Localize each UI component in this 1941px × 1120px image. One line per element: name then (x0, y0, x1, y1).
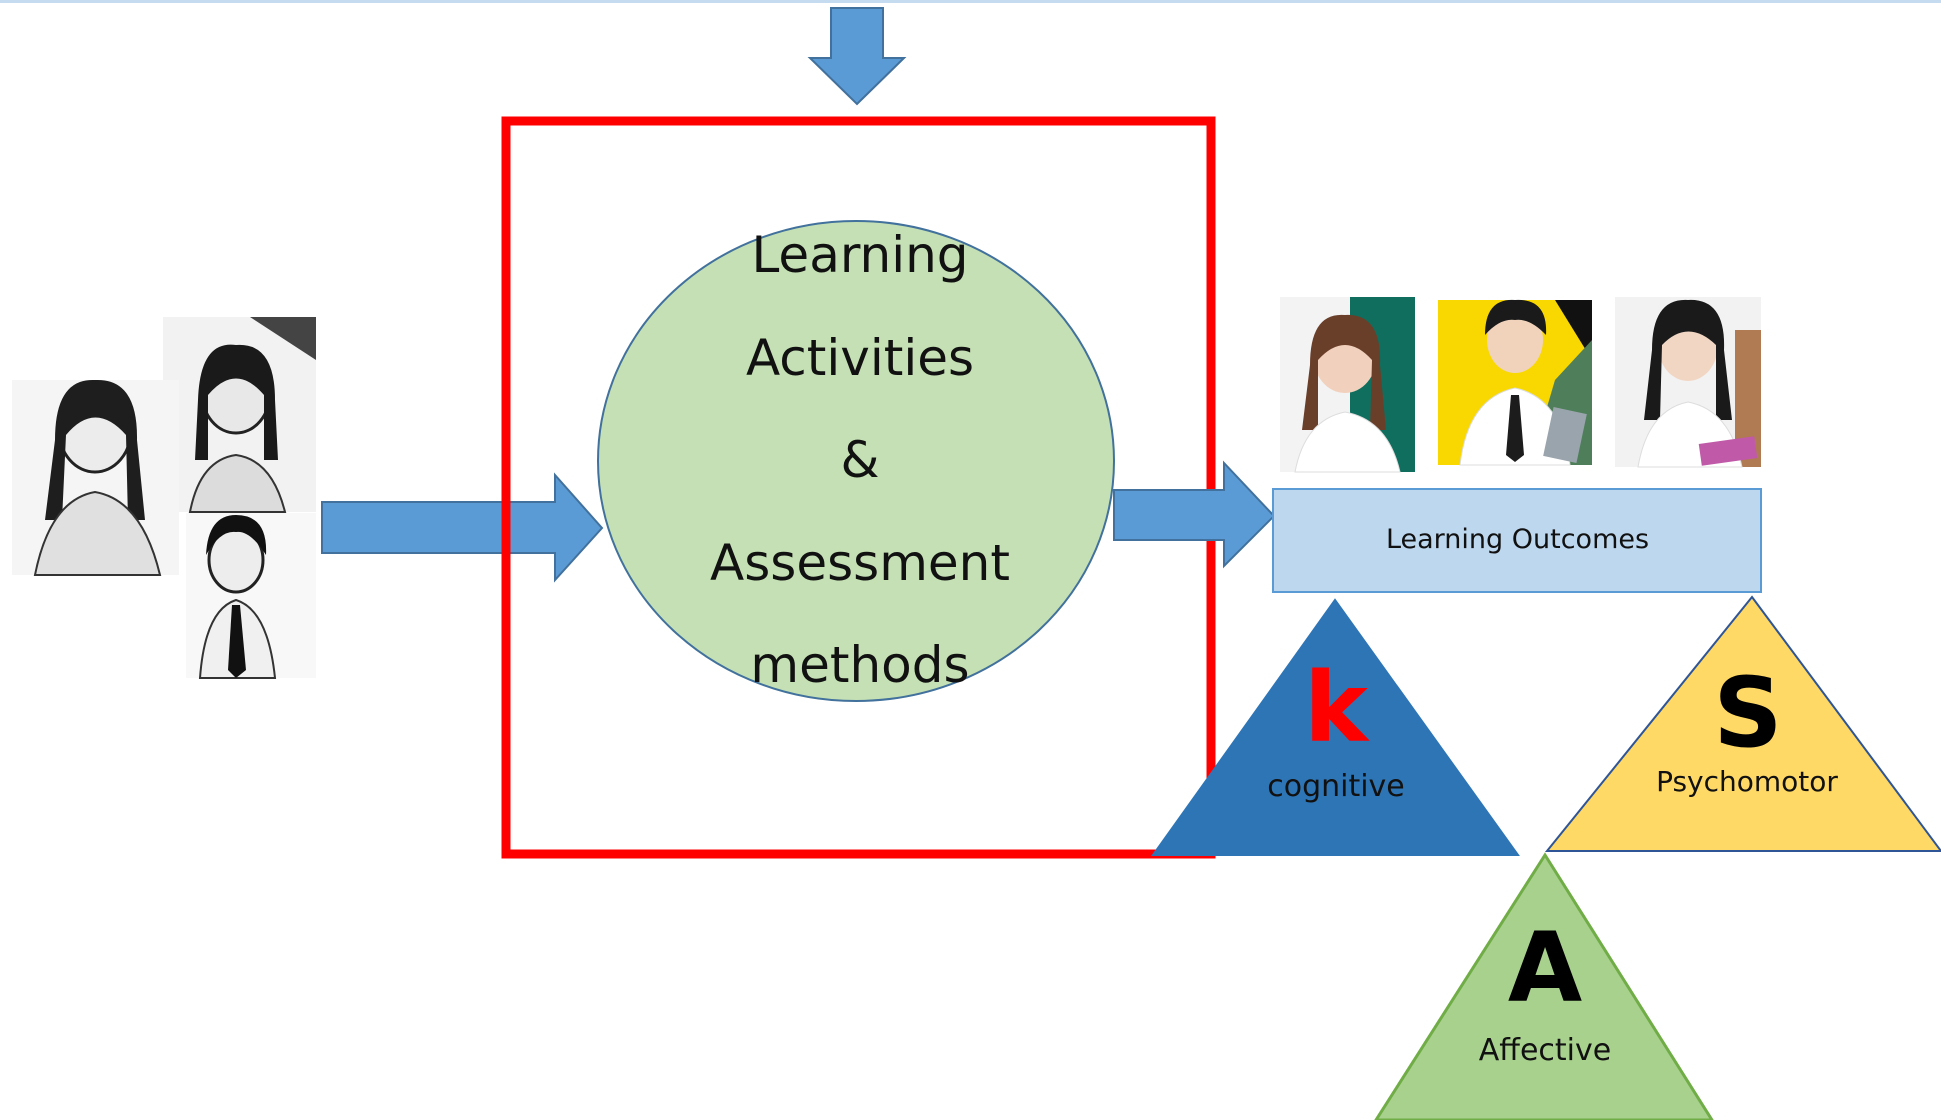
student-photo-1 (1280, 297, 1415, 473)
student-photo-3 (1615, 297, 1761, 468)
top-border (0, 0, 1941, 3)
activities-text: Learning Activities & Assessment methods (620, 230, 1100, 690)
learning-outcomes-label: Learning Outcomes (1385, 523, 1650, 555)
student-photo-2 (1438, 299, 1592, 466)
psychomotor-label: Psychomotor (1656, 765, 1838, 798)
activities-circle (597, 220, 1115, 702)
student-sketch-2 (12, 379, 179, 576)
affective-triangle (1374, 852, 1714, 1120)
psychomotor-triangle (1544, 595, 1941, 852)
affective-label: Affective (1478, 1033, 1612, 1068)
student-sketch-3 (186, 513, 316, 679)
center-line-5: methods (750, 636, 970, 694)
output-arrow (1113, 460, 1276, 569)
center-line-4: Assessment (710, 533, 1010, 592)
left-student-sketches (12, 317, 316, 679)
center-line-1: Learning (751, 226, 969, 284)
center-line-3: & (840, 431, 880, 489)
center-line-2: Activities (745, 328, 975, 387)
learning-outcomes-box (1272, 488, 1762, 593)
right-student-photos (1280, 297, 1761, 473)
input-arrow (321, 472, 604, 583)
focus-frame (501, 116, 1216, 859)
cognitive-triangle (1151, 598, 1520, 856)
cognitive-label: cognitive (1267, 769, 1405, 804)
top-down-arrow (807, 7, 907, 106)
cognitive-letter: k (1304, 652, 1368, 764)
psychomotor-letter: S (1713, 657, 1783, 769)
affective-letter: A (1507, 912, 1583, 1024)
student-sketch-1 (163, 317, 316, 513)
